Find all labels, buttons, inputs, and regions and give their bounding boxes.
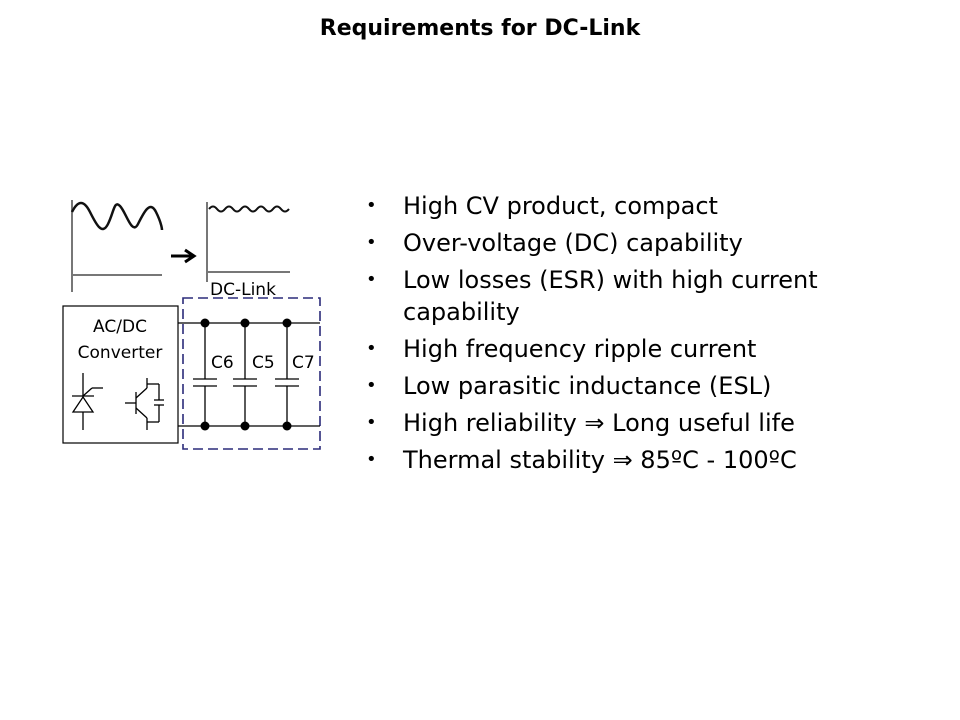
dc-waveform-plot [206,202,290,282]
bullet-dot-icon: • [366,449,377,470]
igbt-icon [125,378,164,430]
bullet-dot-icon: • [366,195,377,216]
ac-ripple-wave [70,201,164,231]
bullet-text: Over-voltage (DC) capability [403,229,743,257]
bullet-text: Low losses (ESR) with high current capab… [403,266,818,326]
capacitor-c5: C5 [233,318,275,431]
bullet-text: High reliability ⇒ Long useful life [403,409,795,437]
dc-ripple-wave [208,205,290,213]
capacitor-c6: C6 [193,318,234,431]
bullet-item: • Low losses (ESR) with high current capa… [366,264,906,328]
bullet-item: • High frequency ripple current [366,333,906,365]
requirements-list: • High CV product, compact • Over-voltage … [366,190,906,481]
capacitor-label-c6: C6 [211,353,234,373]
bullet-item: • Over-voltage (DC) capability [366,227,906,259]
slide-title: Requirements for DC-Link [319,16,641,41]
bullet-dot-icon: • [366,412,377,433]
capacitor-label-c5: C5 [252,353,275,373]
bullet-text: High CV product, compact [403,192,718,220]
capacitor-c7: C7 [275,318,315,431]
bullet-dot-icon: • [366,232,377,253]
bullet-item: • High reliability ⇒ Long useful life [366,407,906,439]
thyristor-icon [71,373,103,430]
bullet-item: • Low parasitic inductance (ESL) [366,370,906,402]
converter-label-line1: AC/DC [93,317,147,337]
dclink-label: DC-Link [210,280,276,300]
bullet-text: High frequency ripple current [403,335,757,363]
bullet-dot-icon: • [366,269,377,290]
bullet-item: • Thermal stability ⇒ 85ºC - 100ºC [366,444,906,476]
ac-dc-converter-block: AC/DC Converter [62,305,179,444]
bullet-dot-icon: • [366,338,377,359]
bullet-item: • High CV product, compact [366,190,906,222]
bullet-text: Thermal stability ⇒ 85ºC - 100ºC [403,446,797,474]
bullet-text: Low parasitic inductance (ESL) [403,372,772,400]
converter-label-line2: Converter [78,343,163,363]
bullet-dot-icon: • [366,375,377,396]
capacitor-label-c7: C7 [292,353,315,373]
arrow-icon [171,248,197,264]
ac-waveform-plot [70,200,164,292]
dclink-enclosure [182,297,321,450]
